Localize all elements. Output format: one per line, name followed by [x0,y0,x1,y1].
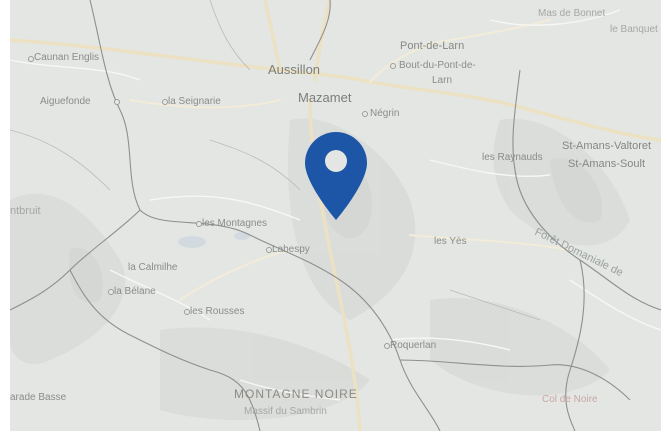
location-pin-hole [325,150,347,172]
place-dot [384,343,390,349]
place-dot [28,56,34,62]
label-les-raynauds: les Raynauds [482,152,543,163]
label-st-amans-valtoret: St-Amans-Valtoret [562,140,652,152]
label-arade-basse: arade Basse [10,392,67,403]
label-massif-du-sambrin: Massif du Sambrin [244,406,327,417]
label-top-right: Mas de Bonnet [538,8,606,19]
label-les-rousses: les Rousses [190,306,245,317]
place-dot [184,309,190,315]
label-la-seignarie: la Seignarie [168,96,221,107]
place-dot [266,247,272,253]
label-st-amans-soult: St-Amans-Soult [568,158,646,170]
label-col-de-noire: Col de Noire [542,394,598,405]
label-caunan: Caunan Englis [34,52,100,63]
label-les-yes: les Yès [434,236,467,247]
label-la-calmilhe: la Calmilhe [128,262,178,273]
place-dot [196,221,202,227]
label-negrin: Négrin [370,108,400,119]
label-la-belane: la Bélane [114,286,156,297]
location-pin-shape [305,132,367,220]
place-dot [162,99,168,105]
label-bout-du-pont: Bout-du-Pont-de- [399,60,476,71]
place-dot [362,111,368,117]
place-dot [114,99,120,105]
label-labespy: Labespy [272,244,310,255]
label-montagne-noire: MONTAGNE NOIRE [234,387,358,401]
label-le-banquet: le Banquet [610,24,658,35]
location-pin-icon[interactable] [305,132,367,220]
place-dot [390,63,396,69]
label-mazamet: Mazamet [298,90,352,105]
place-dot [108,289,114,295]
label-aiguefonde: Aiguefonde [40,96,91,107]
label-pont-de-larn: Pont-de-Larn [400,40,465,52]
label-roquerlan: Roquerlan [390,340,437,351]
label-les-montagnes: les Montagnes [202,218,268,229]
label-aussillon: Aussillon [268,62,321,77]
label-labruguiere-partial: ntbruit [10,205,41,217]
map-view[interactable]: Aussillon Mazamet Pont-de-Larn Bout-du-P… [10,0,661,431]
label-larn: Larn [432,75,453,86]
